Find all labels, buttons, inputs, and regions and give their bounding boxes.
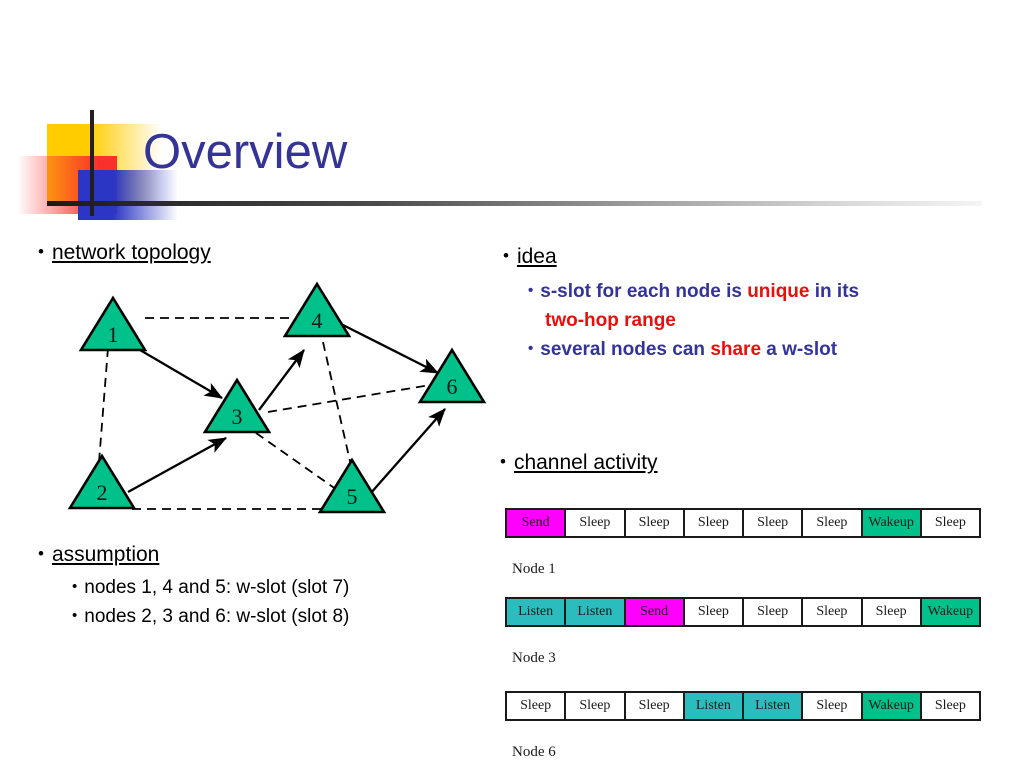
dashed-edge-1-2	[98, 347, 109, 463]
slot-cell-sleep[interactable]: Sleep	[744, 599, 804, 625]
idea-text-highlight-two-hop-range: two-hop range	[545, 310, 676, 331]
bullet-dot-icon: •	[38, 242, 44, 261]
slot-table-label-node-6: Node 6	[512, 744, 556, 760]
slot-cell-wakeup[interactable]: Wakeup	[862, 510, 922, 536]
topology-node-2[interactable]: 2	[67, 453, 137, 510]
node-label: 2	[97, 480, 108, 505]
slot-cell-sleep[interactable]: Sleep	[684, 599, 744, 625]
solid-edge-3-4	[258, 349, 305, 411]
solid-edge-4-6	[336, 320, 440, 375]
dashed-edge-3-6	[267, 383, 437, 413]
topology-node-3[interactable]: 3	[202, 377, 272, 434]
topology-node-5[interactable]: 5	[317, 457, 387, 514]
idea-text-plain-d: a w-slot	[761, 339, 838, 360]
slot-cell-sleep[interactable]: Sleep	[507, 693, 567, 719]
assumption-item-text: nodes 1, 4 and 5: w-slot (slot 7)	[84, 577, 350, 598]
heading-assumption: • assumption	[38, 543, 159, 567]
idea-text-plain-c: several nodes can	[540, 339, 711, 360]
solid-edge-5-6	[369, 408, 446, 495]
slot-table-label-node-1: Node 1	[512, 561, 556, 577]
slot-cell-sleep[interactable]: Sleep	[625, 510, 685, 536]
slot-cell-wakeup[interactable]: Wakeup	[862, 693, 922, 719]
heading-network-topology: • network topology	[38, 241, 211, 265]
slot-cell-sleep[interactable]: Sleep	[803, 510, 863, 536]
slot-cell-sleep[interactable]: Sleep	[744, 510, 804, 536]
slot-cell-send[interactable]: Send	[507, 510, 567, 536]
idea-text-plain-b: in its	[809, 281, 860, 302]
bullet-dot-icon: •	[503, 246, 509, 265]
page-title: Overview	[143, 125, 348, 179]
slot-cell-listen[interactable]: Listen	[566, 599, 626, 625]
heading-idea: • idea	[503, 245, 557, 269]
heading-label: idea	[516, 245, 557, 268]
heading-label: channel activity	[513, 451, 658, 474]
node-label: 1	[108, 322, 119, 347]
slot-cell-sleep[interactable]: Sleep	[921, 510, 979, 536]
idea-text-plain-a: s-slot for each node is	[540, 281, 748, 302]
slot-cell-sleep[interactable]: Sleep	[566, 510, 626, 536]
bullet-dot-icon: •	[72, 607, 78, 624]
slot-cell-listen[interactable]: Listen	[684, 693, 744, 719]
assumption-item-text: nodes 2, 3 and 6: w-slot (slot 8)	[84, 606, 350, 627]
slot-cell-sleep[interactable]: Sleep	[566, 693, 626, 719]
topology-svg: 1 2 3 4 5 6	[67, 281, 487, 514]
slot-cell-sleep[interactable]: Sleep	[684, 510, 744, 536]
topology-node-4[interactable]: 4	[282, 281, 352, 338]
topology-node-6[interactable]: 6	[417, 347, 487, 404]
assumption-item-1: • nodes 1, 4 and 5: w-slot (slot 7)	[72, 577, 349, 599]
node-label: 6	[447, 374, 458, 399]
slot-cell-sleep[interactable]: Sleep	[862, 599, 922, 625]
idea-text-highlight-share: share	[710, 339, 762, 360]
bullet-dot-icon: •	[38, 544, 44, 563]
bullet-dot-icon: •	[500, 452, 506, 471]
idea-item-1: • s-slot for each node is unique in its	[528, 281, 859, 303]
slot-cell-listen[interactable]: Listen	[507, 599, 567, 625]
title-underline-rule	[47, 201, 982, 206]
slot-cell-sleep[interactable]: Sleep	[803, 599, 863, 625]
heading-label: assumption	[51, 543, 160, 566]
idea-item-1-continued: two-hop range	[545, 310, 676, 332]
topology-node-1[interactable]: 1	[78, 295, 148, 352]
node-label: 4	[312, 308, 323, 333]
assumption-item-2: • nodes 2, 3 and 6: w-slot (slot 8)	[72, 606, 349, 628]
slot-cell-sleep[interactable]: Sleep	[803, 693, 863, 719]
dashed-edge-4-5	[322, 341, 353, 471]
heading-channel-activity: • channel activity	[500, 451, 658, 475]
solid-edge-1-3	[139, 349, 223, 399]
heading-label: network topology	[51, 241, 211, 264]
network-topology-diagram: 1 2 3 4 5 6	[40, 270, 510, 535]
solid-edge-2-3	[127, 436, 228, 494]
slot-table-label-node-3: Node 3	[512, 650, 556, 666]
slot-cell-sleep[interactable]: Sleep	[921, 693, 979, 719]
bullet-dot-icon: •	[72, 578, 78, 595]
bullet-dot-icon: •	[528, 282, 534, 299]
topology-dashed-edges	[98, 317, 437, 510]
topology-solid-edges	[127, 320, 446, 495]
slot-cell-sleep[interactable]: Sleep	[625, 693, 685, 719]
slot-cell-wakeup[interactable]: Wakeup	[921, 599, 979, 625]
slot-cell-listen[interactable]: Listen	[744, 693, 804, 719]
slot-cell-send[interactable]: Send	[625, 599, 685, 625]
idea-text-highlight-unique: unique	[747, 281, 810, 302]
dashed-edge-3-5	[255, 432, 341, 493]
node-label: 5	[347, 484, 358, 509]
idea-item-2: • several nodes can share a w-slot	[528, 339, 837, 361]
node-label: 3	[232, 404, 243, 429]
bullet-dot-icon: •	[528, 340, 534, 357]
